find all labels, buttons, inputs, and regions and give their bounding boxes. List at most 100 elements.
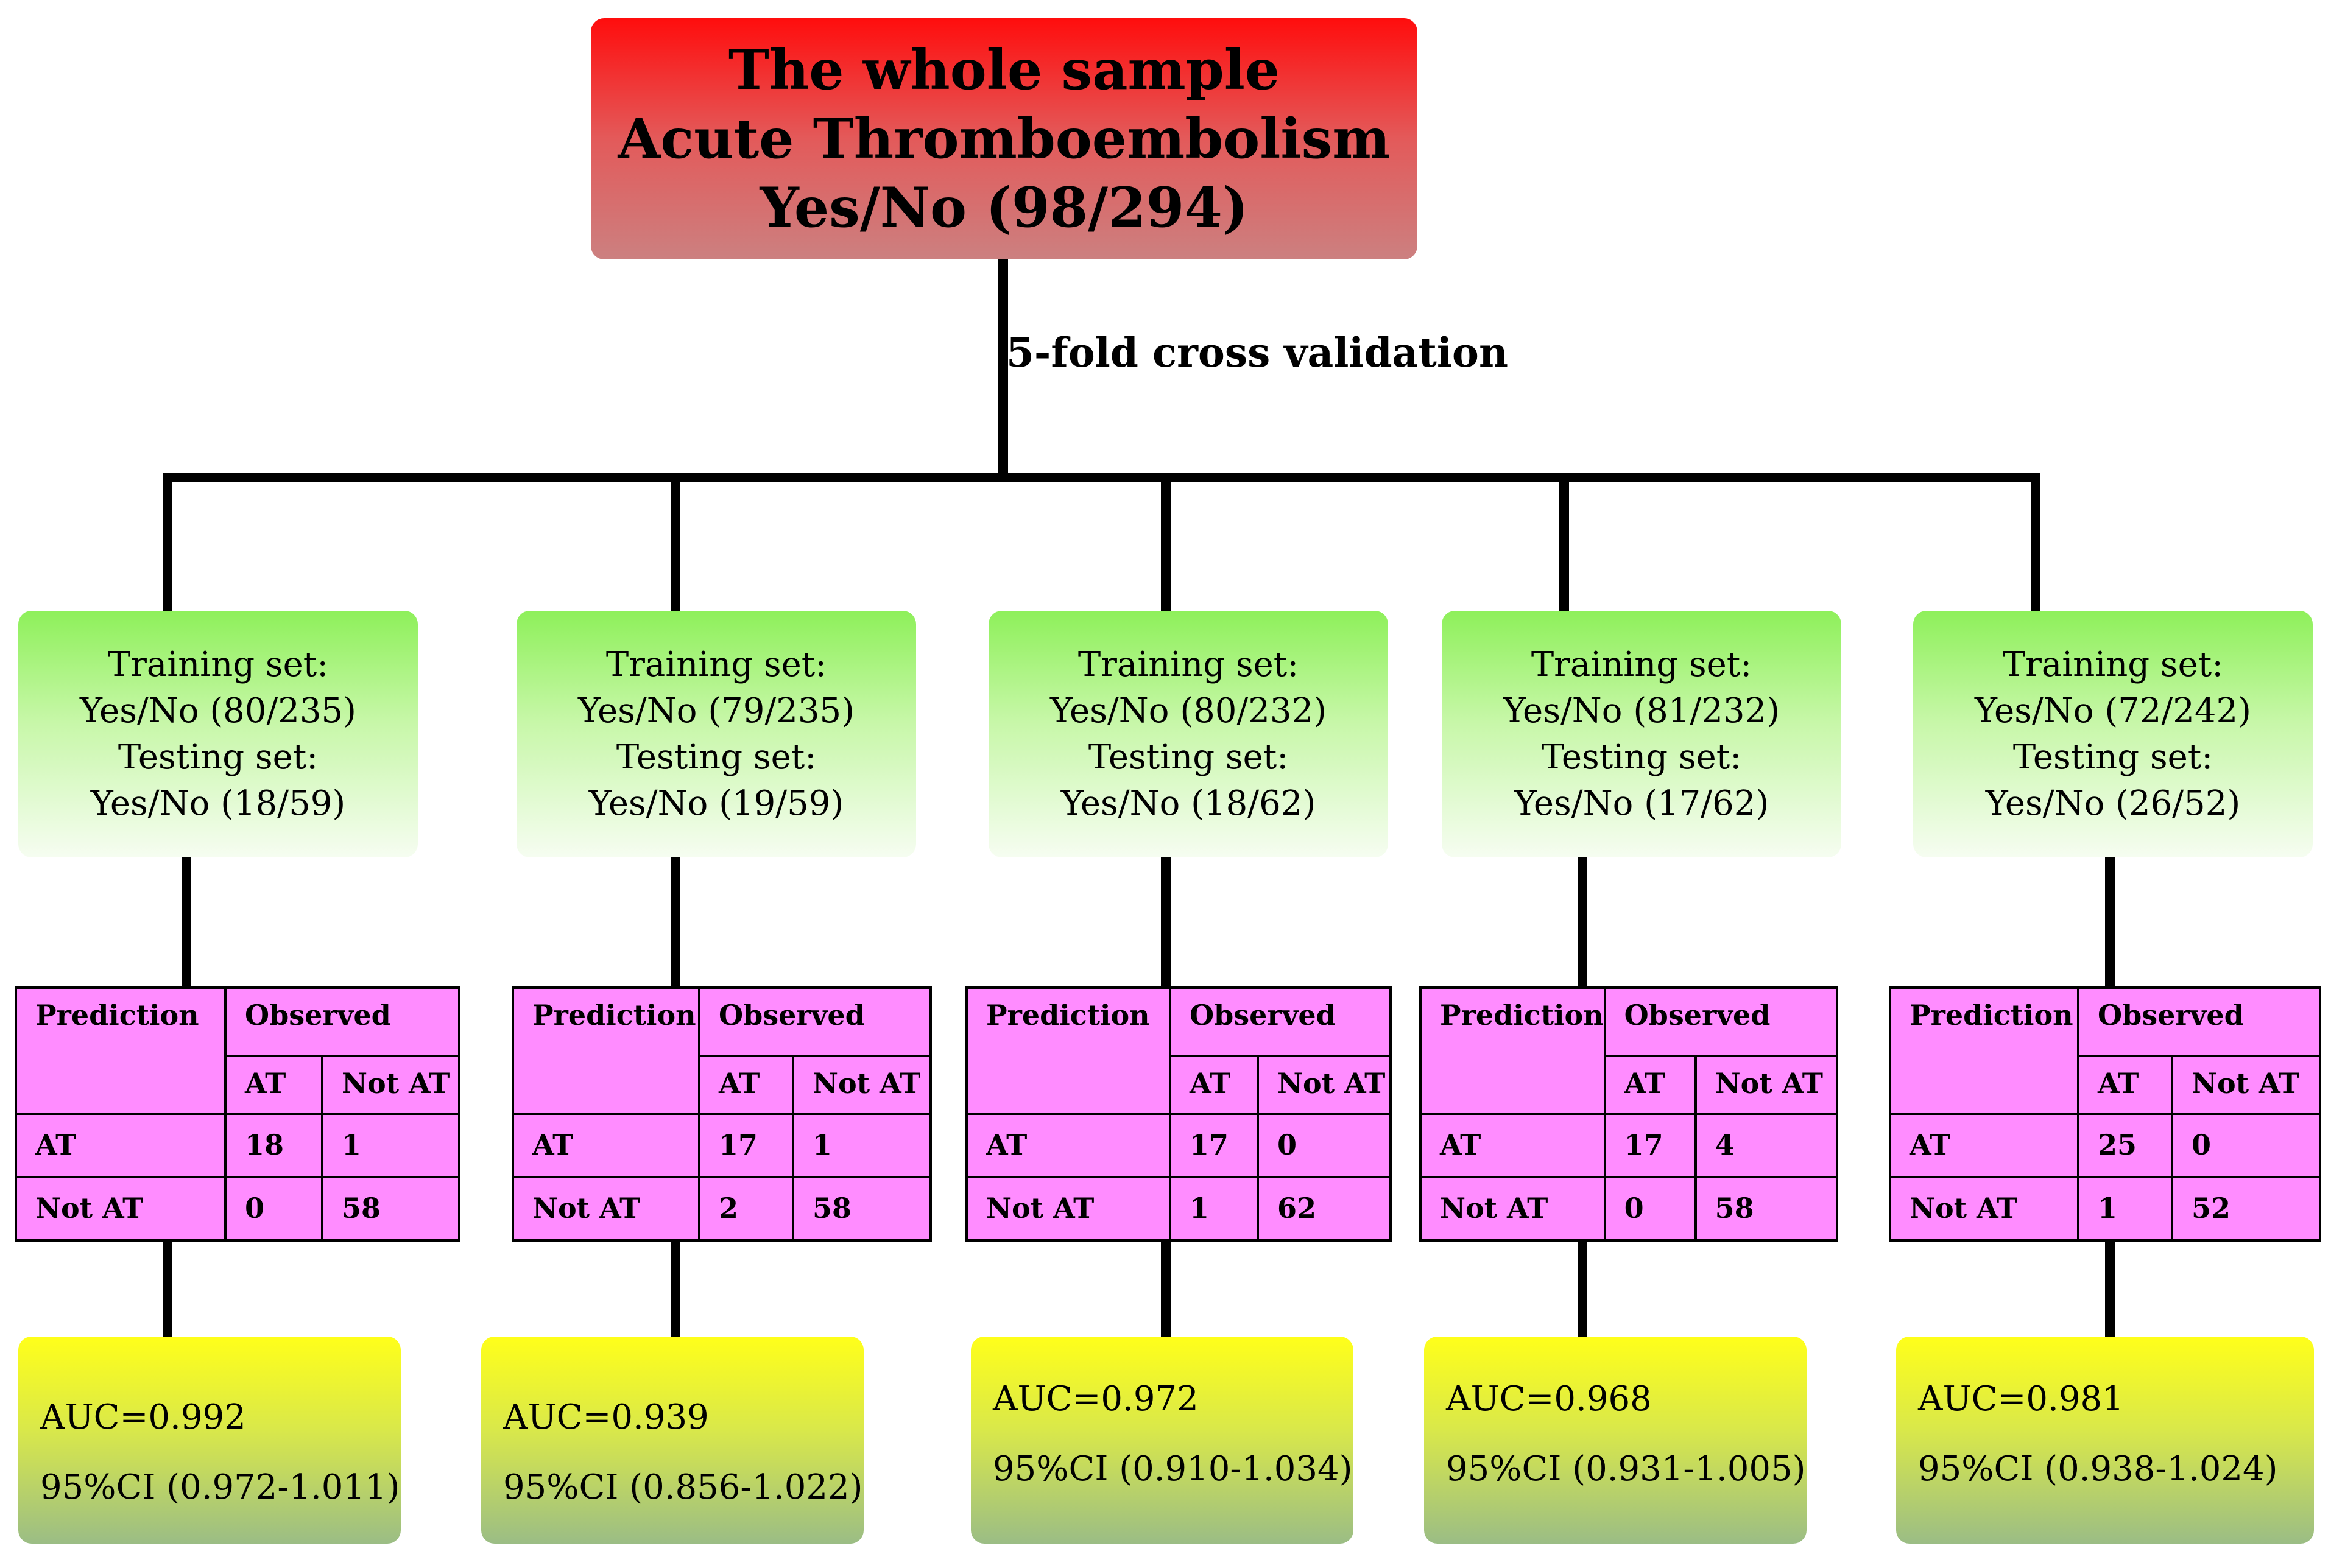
observed-at-header: AT (224, 1055, 323, 1115)
fold-1-auc-box: AUC=0.992 95%CI (0.972-1.011) (18, 1337, 401, 1544)
fold-5-confusion-table: Prediction Observed AT Not AT AT 25 0 No… (1889, 986, 2321, 1242)
predicted-not-at-row-label: Not AT (1889, 1176, 2079, 1242)
fold-3-split-box: Training set: Yes/No (80/232) Testing se… (989, 611, 1388, 857)
cell-at-not-at: 4 (1694, 1113, 1839, 1178)
fold-5-auc-line (2105, 1215, 2115, 1337)
fold-1-confusion-table: Prediction Observed AT Not AT AT 18 1 No… (15, 986, 460, 1242)
training-label: Training set: (2002, 644, 2224, 684)
prediction-header: Prediction (1419, 986, 1606, 1115)
fold-4-confusion-table: Prediction Observed AT Not AT AT 17 4 No… (1419, 986, 1839, 1242)
testing-label: Testing set: (2012, 737, 2213, 777)
testing-label: Testing set: (118, 737, 319, 777)
observed-header: Observed (1169, 986, 1392, 1057)
predicted-not-at-row-label: Not AT (965, 1176, 1171, 1242)
cell-not-at-not-at: 58 (1694, 1176, 1839, 1242)
cell-not-at-at: 0 (1603, 1176, 1697, 1242)
cell-at-not-at: 1 (321, 1113, 460, 1178)
cell-not-at-not-at: 62 (1257, 1176, 1392, 1242)
training-label: Training set: (1077, 644, 1299, 684)
observed-not-at-header: Not AT (321, 1055, 460, 1115)
fold-2-auc-line (671, 1215, 680, 1337)
training-counts: Yes/No (72/242) (1974, 691, 2252, 731)
auc-value: AUC=0.981 (1918, 1379, 2124, 1419)
confidence-interval: 95%CI (0.931-1.005) (1446, 1449, 1806, 1489)
whole-sample-box: The whole sample Acute Thromboembolism Y… (591, 18, 1417, 259)
predicted-at-row-label: AT (1889, 1113, 2079, 1178)
observed-at-header: AT (1603, 1055, 1697, 1115)
fold-5-auc-box: AUC=0.981 95%CI (0.938-1.024) (1896, 1337, 2314, 1544)
predicted-not-at-row-label: Not AT (512, 1176, 700, 1242)
cell-not-at-at: 1 (1169, 1176, 1259, 1242)
auc-value: AUC=0.968 (1446, 1379, 1652, 1419)
fold-1-auc-line (163, 1215, 172, 1337)
testing-counts: Yes/No (19/59) (588, 783, 844, 823)
root-stem-line (998, 259, 1008, 479)
predicted-at-row-label: AT (965, 1113, 1171, 1178)
cell-not-at-not-at: 58 (321, 1176, 460, 1242)
horizontal-bus-line (163, 473, 2040, 482)
fold-3-auc-box: AUC=0.972 95%CI (0.910-1.034) (971, 1337, 1353, 1544)
fold-4-auc-line (1578, 1215, 1587, 1337)
fold-2-confusion-table: Prediction Observed AT Not AT AT 17 1 No… (512, 986, 932, 1242)
testing-counts: Yes/No (17/62) (1514, 783, 1769, 823)
fold-1-table-line (182, 857, 191, 986)
fold-5-table-line (2105, 857, 2115, 986)
auc-value: AUC=0.972 (993, 1379, 1199, 1419)
fold-2-drop-line (671, 473, 680, 611)
fold-1-split-box: Training set: Yes/No (80/235) Testing se… (18, 611, 418, 857)
cell-at-at: 17 (698, 1113, 794, 1178)
testing-counts: Yes/No (18/62) (1060, 783, 1316, 823)
confidence-interval: 95%CI (0.972-1.011) (40, 1468, 400, 1507)
fold-4-split-box: Training set: Yes/No (81/232) Testing se… (1442, 611, 1841, 857)
prediction-header: Prediction (1889, 986, 2079, 1115)
cell-at-not-at: 0 (1257, 1113, 1392, 1178)
cell-not-at-not-at: 52 (2171, 1176, 2321, 1242)
predicted-not-at-row-label: Not AT (1419, 1176, 1606, 1242)
confidence-interval: 95%CI (0.910-1.034) (993, 1449, 1353, 1489)
cell-not-at-at: 0 (224, 1176, 323, 1242)
fold-2-auc-box: AUC=0.939 95%CI (0.856-1.022) (481, 1337, 864, 1544)
observed-header: Observed (698, 986, 932, 1057)
cell-at-at: 25 (2077, 1113, 2173, 1178)
fold-3-confusion-table: Prediction Observed AT Not AT AT 17 0 No… (965, 986, 1392, 1242)
prediction-header: Prediction (512, 986, 700, 1115)
prediction-header: Prediction (15, 986, 227, 1115)
fold-2-table-line (671, 857, 680, 986)
auc-value: AUC=0.939 (503, 1397, 709, 1437)
fold-4-table-line (1578, 857, 1587, 986)
testing-label: Testing set: (1541, 737, 1742, 777)
confidence-interval: 95%CI (0.856-1.022) (503, 1468, 863, 1507)
observed-not-at-header: Not AT (792, 1055, 932, 1115)
fold-2-split-box: Training set: Yes/No (79/235) Testing se… (517, 611, 916, 857)
training-counts: Yes/No (79/235) (577, 691, 855, 731)
training-label: Training set: (605, 644, 827, 684)
observed-at-header: AT (1169, 1055, 1259, 1115)
predicted-at-row-label: AT (512, 1113, 700, 1178)
fold-4-auc-box: AUC=0.968 95%CI (0.931-1.005) (1424, 1337, 1807, 1544)
cell-at-at: 17 (1169, 1113, 1259, 1178)
observed-at-header: AT (2077, 1055, 2173, 1115)
cell-at-not-at: 1 (792, 1113, 932, 1178)
observed-not-at-header: Not AT (1694, 1055, 1839, 1115)
training-counts: Yes/No (80/232) (1049, 691, 1327, 731)
training-counts: Yes/No (80/235) (79, 691, 357, 731)
auc-value: AUC=0.992 (40, 1397, 246, 1437)
root-outcome: Acute Thromboembolism (618, 106, 1391, 171)
training-label: Training set: (107, 644, 329, 684)
fold-5-drop-line (2031, 473, 2040, 611)
predicted-at-row-label: AT (1419, 1113, 1606, 1178)
fold-1-drop-line (163, 473, 172, 611)
testing-counts: Yes/No (26/52) (1985, 783, 2241, 823)
cell-not-at-not-at: 58 (792, 1176, 932, 1242)
confidence-interval: 95%CI (0.938-1.024) (1918, 1449, 2278, 1489)
testing-label: Testing set: (616, 737, 817, 777)
predicted-not-at-row-label: Not AT (15, 1176, 227, 1242)
observed-not-at-header: Not AT (2171, 1055, 2321, 1115)
fold-3-auc-line (1161, 1215, 1171, 1337)
cell-not-at-at: 2 (698, 1176, 794, 1242)
observed-header: Observed (1603, 986, 1839, 1057)
fold-4-drop-line (1559, 473, 1569, 611)
cell-at-at: 18 (224, 1113, 323, 1178)
observed-header: Observed (224, 986, 460, 1057)
cell-not-at-at: 1 (2077, 1176, 2173, 1242)
